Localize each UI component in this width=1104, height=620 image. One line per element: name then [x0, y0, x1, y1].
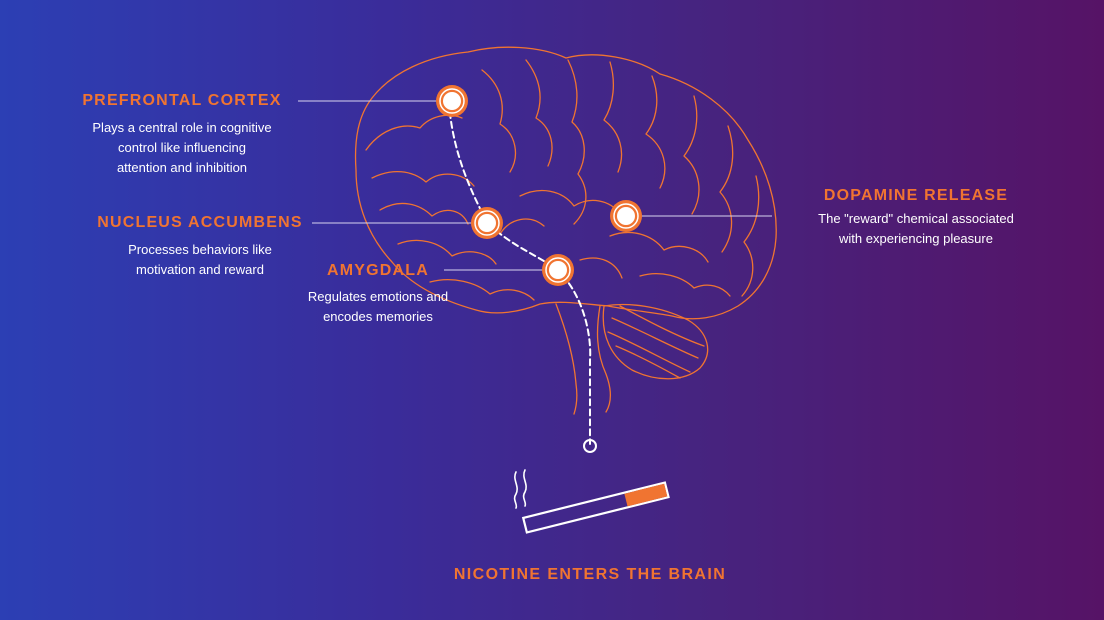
path-start-node	[583, 439, 597, 453]
label-amygdala-desc: Regulates emotions and encodes memories	[292, 287, 464, 327]
cigarette-icon	[521, 481, 670, 534]
desc-line: motivation and reward	[136, 262, 264, 277]
desc-line: encodes memories	[323, 309, 433, 324]
label-accumbens-desc: Processes behaviors like motivation and …	[84, 240, 316, 280]
label-amygdala-title: AMYGDALA	[326, 262, 430, 279]
node-accumbens	[471, 207, 503, 239]
node-amygdala	[542, 254, 574, 286]
desc-line: Processes behaviors like	[128, 242, 272, 257]
label-dopamine-title: DOPAMINE RELEASE	[823, 187, 1009, 204]
smoke-icon	[513, 469, 527, 509]
leader-lines	[298, 100, 772, 271]
label-dopamine-desc: The "reward" chemical associated with ex…	[800, 209, 1032, 249]
footer-caption: NICOTINE ENTERS THE BRAIN	[453, 566, 727, 583]
brain-outline	[354, 46, 777, 415]
desc-line: Plays a central role in cognitive	[92, 120, 272, 135]
desc-line: with experiencing pleasure	[839, 231, 993, 246]
label-prefrontal-desc: Plays a central role in cognitive contro…	[68, 118, 296, 178]
desc-line: control like influencing	[118, 140, 246, 155]
desc-line: attention and inhibition	[116, 160, 248, 175]
desc-line: The "reward" chemical associated	[818, 211, 1014, 226]
node-dopamine	[610, 200, 642, 232]
label-prefrontal-title: PREFRONTAL CORTEX	[82, 92, 282, 109]
desc-line: Regulates emotions and	[307, 289, 449, 304]
label-accumbens-title: NUCLEUS ACCUMBENS	[97, 214, 303, 231]
node-prefrontal	[436, 85, 468, 117]
